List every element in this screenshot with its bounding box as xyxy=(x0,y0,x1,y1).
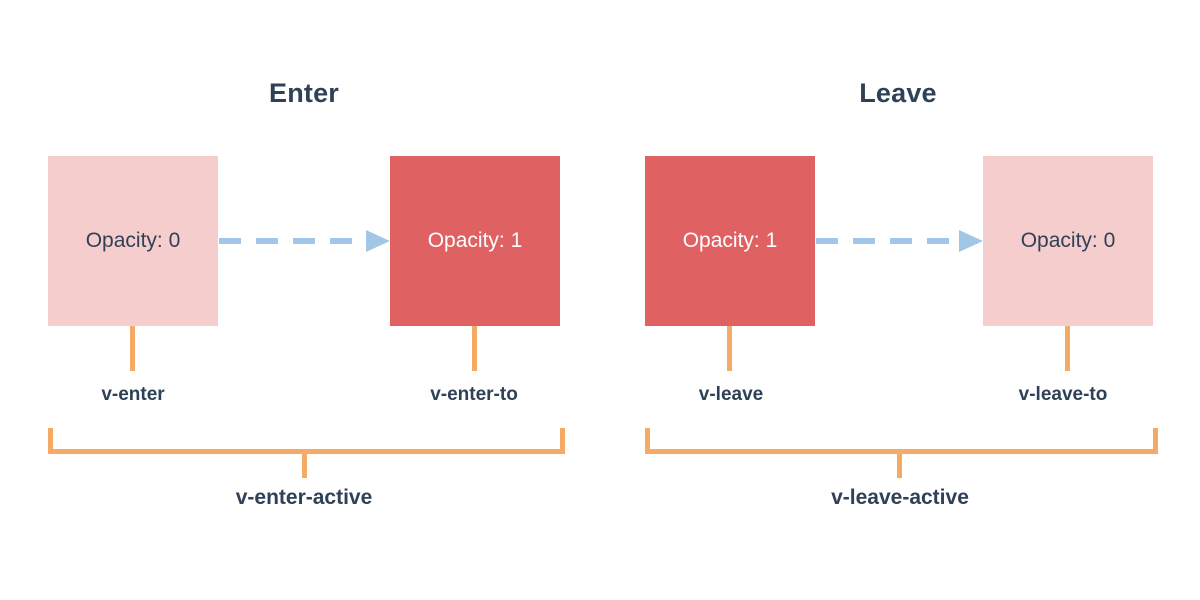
class-label-v-leave-active: v-leave-active xyxy=(831,486,969,509)
leave-to-box: Opacity: 0 xyxy=(983,156,1153,326)
leave-to-box-label: Opacity: 0 xyxy=(1020,229,1116,252)
leave-from-stem xyxy=(727,326,732,371)
class-label-v-enter: v-enter xyxy=(101,384,165,405)
section-title-enter: Enter xyxy=(268,78,340,108)
leave-active-bracket xyxy=(645,428,1158,454)
leave-transition-arrow-icon xyxy=(816,230,983,252)
class-label-v-leave-to: v-leave-to xyxy=(1018,384,1108,405)
enter-from-stem xyxy=(130,326,135,371)
enter-arrow-dashes xyxy=(219,238,364,244)
enter-to-stem xyxy=(472,326,477,371)
enter-arrow-head xyxy=(366,230,390,252)
enter-transition-arrow-icon xyxy=(219,230,390,252)
leave-arrow-dashes xyxy=(816,238,957,244)
class-label-v-enter-to: v-enter-to xyxy=(430,384,518,405)
enter-from-box-label: Opacity: 0 xyxy=(85,229,181,252)
leave-from-box-label: Opacity: 1 xyxy=(682,229,778,252)
enter-to-box-label: Opacity: 1 xyxy=(427,229,523,252)
enter-active-bracket xyxy=(48,428,565,454)
leave-active-stem xyxy=(897,453,902,478)
enter-to-box: Opacity: 1 xyxy=(390,156,560,326)
enter-active-stem xyxy=(302,453,307,478)
leave-from-box: Opacity: 1 xyxy=(645,156,815,326)
leave-arrow-head xyxy=(959,230,983,252)
class-label-v-leave: v-leave xyxy=(698,384,764,405)
class-label-v-enter-active: v-enter-active xyxy=(235,486,373,509)
leave-to-stem xyxy=(1065,326,1070,371)
section-title-leave: Leave xyxy=(859,78,937,108)
enter-from-box: Opacity: 0 xyxy=(48,156,218,326)
